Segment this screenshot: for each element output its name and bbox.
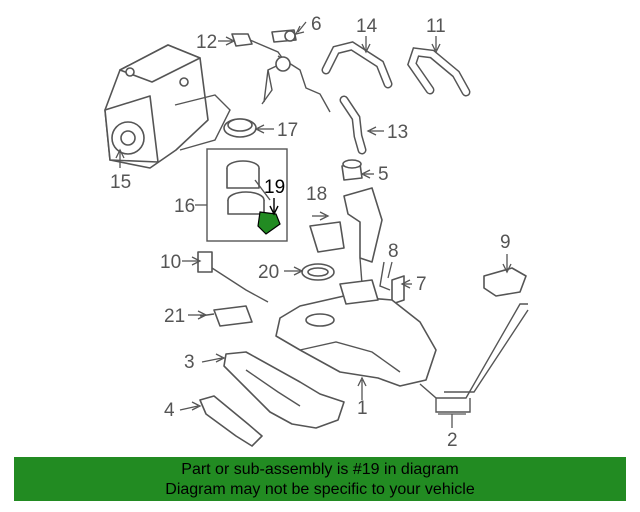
part-14-hose[interactable] [321,41,393,89]
callout-13: 13 [387,122,408,143]
callout-8: 8 [388,241,399,262]
part-18-filler-neck[interactable] [309,187,383,285]
part-20-seal-ring[interactable] [301,263,335,281]
callout-12: 12 [196,32,217,53]
callout-10: 10 [160,252,181,273]
part-1-fuel-tank[interactable] [275,279,437,387]
callout-3: 3 [184,352,195,373]
part-21-fuel-filter[interactable] [199,305,253,327]
callout-2: 2 [447,430,458,451]
callout-9: 9 [500,232,511,253]
callout-1: 1 [357,398,368,419]
banner-line-2: Diagram may not be specific to your vehi… [165,481,475,498]
callout-15: 15 [110,172,131,193]
leader-lines [115,21,512,428]
callout-5: 5 [378,164,389,185]
part-11-hose[interactable] [407,47,471,97]
callout-11: 11 [426,16,446,37]
part-8-bracket[interactable] [379,261,391,291]
callout-18: 18 [306,184,327,205]
parts-diagram: 1 2 3 4 5 6 7 8 9 10 11 12 13 14 15 16 1… [104,14,529,451]
callout-6: 6 [311,14,322,35]
callout-21: 21 [164,306,185,327]
part-17-seal-ring[interactable] [223,118,257,138]
part-9-bracket[interactable] [483,267,527,297]
part-12-fuel-line[interactable] [231,33,331,113]
banner-line-1: Part or sub-assembly is #19 in diagram [181,461,459,478]
callout-7: 7 [416,274,427,295]
callout-4: 4 [164,400,175,421]
callout-14: 14 [356,16,378,37]
part-19-highlighted[interactable] [257,211,281,235]
part-5-cap[interactable] [341,159,363,181]
part-6-fitting[interactable] [271,29,297,43]
callout-17: 17 [277,120,298,141]
callout-labels: 1 2 3 4 5 6 7 8 9 10 11 12 13 14 15 16 1… [110,14,511,451]
part-7-bracket[interactable] [391,275,405,305]
callout-16: 16 [174,196,195,217]
callout-20: 20 [258,262,279,283]
part-16-fuel-pump-assembly[interactable] [206,148,288,242]
part-3-heat-shield[interactable] [223,351,345,429]
part-4-bracket[interactable] [199,395,263,447]
part-2-tank-straps[interactable] [419,303,529,413]
part-15-injection-pump[interactable] [104,44,231,169]
callout-19: 19 [264,177,285,198]
part-13-hose[interactable] [339,95,367,155]
info-banner: Part or sub-assembly is #19 in diagram D… [14,457,626,501]
